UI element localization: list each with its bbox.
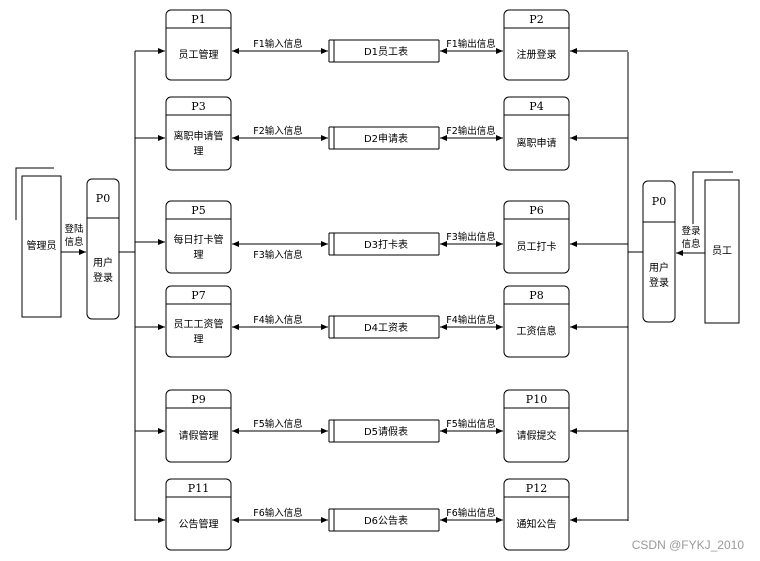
process-row: P9 请假管理 P10 请假提交 D5请假表 F5输入信息 F5输出信息 [135, 389, 628, 463]
data-store: D6公告表 [328, 508, 440, 532]
process-name-line1: 员工工资管 [174, 318, 224, 331]
input-flow-label: F3输入信息 [253, 249, 303, 261]
data-store-bg [329, 420, 439, 442]
process-left: P11 公告管理 [165, 478, 232, 551]
admin-entity-box [21, 175, 62, 318]
admin-login-flow-label-1: 登陆 [64, 223, 84, 235]
process-id: P12 [526, 482, 547, 495]
process-right: P2 注册登录 [503, 9, 570, 81]
process-name-line1: 通知公告 [517, 518, 557, 531]
data-store-bg [329, 40, 439, 62]
process-name-line1: 员工打卡 [517, 240, 557, 253]
process-id: P4 [529, 100, 543, 113]
admin-entity-label: 管理员 [27, 239, 57, 252]
data-store: D1员工表 [328, 39, 440, 63]
process-right: P12 通知公告 [503, 478, 570, 551]
process-name-line1: 用户 [93, 256, 113, 269]
process-id: P5 [191, 204, 205, 217]
data-store-bg [329, 127, 439, 149]
employee-entity-label: 员工 [712, 245, 732, 257]
data-store-bg [329, 233, 439, 255]
admin-entity: 管理员 [15, 167, 62, 318]
output-flow-label: F1输出信息 [446, 38, 496, 50]
output-flow-label: F3输出信息 [446, 231, 496, 243]
output-flow-label: F5输出信息 [446, 418, 496, 430]
process-row: P11 公告管理 P12 通知公告 D6公告表 F6输入信息 F6输出信息 [135, 478, 628, 551]
process-id: P0 [652, 195, 666, 208]
process-name-line1: 离职申请管 [174, 130, 224, 143]
output-flow-label: F4输出信息 [446, 314, 496, 326]
process-right: P8 工资信息 [503, 285, 570, 358]
data-store-label: D1员工表 [364, 45, 408, 58]
process-right: P4 离职申请 [503, 96, 570, 171]
process-right: P10 请假提交 [503, 389, 570, 463]
input-flow-label: F2输入信息 [253, 125, 303, 137]
process-id: P2 [529, 13, 543, 26]
data-store-label: D5请假表 [364, 425, 408, 438]
watermark: CSDN @FYKJ_2010 [632, 538, 745, 552]
process-name-line2: 理 [194, 249, 204, 261]
data-store: D2申请表 [328, 126, 440, 150]
process-id: P6 [529, 204, 543, 217]
data-store-bg [329, 316, 439, 338]
process-id: P10 [526, 393, 547, 406]
input-flow-label: F1输入信息 [253, 38, 303, 50]
process-id: P7 [191, 289, 205, 302]
data-store: D3打卡表 [328, 232, 440, 256]
employee-entity-box [704, 179, 740, 324]
process-name-line1: 员工管理 [179, 48, 219, 61]
process-right: P6 员工打卡 [503, 200, 570, 274]
employee-login-flow-label-2: 信息 [681, 238, 700, 250]
input-flow-label: F5输入信息 [253, 418, 303, 430]
process-name-line1: 离职申请 [517, 137, 557, 150]
process-name-line1: 每日打卡管 [174, 233, 224, 246]
process-name-line2: 理 [194, 146, 204, 158]
output-flow-label: F2输出信息 [446, 125, 496, 137]
process-name-line2: 登录 [649, 276, 669, 289]
data-store-label: D3打卡表 [364, 238, 408, 251]
process-name-line1: 请假提交 [517, 429, 557, 442]
input-flow-label: F4输入信息 [253, 314, 303, 326]
output-flow-label: F6输出信息 [446, 507, 496, 519]
employee-entity: 员工 [692, 171, 740, 324]
process-id: P1 [191, 13, 205, 26]
process-id: P9 [191, 393, 205, 406]
process-left: P1 员工管理 [165, 9, 232, 81]
process-login-admin: P0 用户 登录 [86, 178, 120, 320]
data-store-label: D6公告表 [364, 514, 408, 527]
admin-entity-shadow [15, 167, 54, 220]
process-name-line1: 请假管理 [179, 429, 219, 442]
process-name-line1: 注册登录 [517, 48, 557, 61]
process-name-line1: 公告管理 [179, 518, 219, 531]
process-left: P9 请假管理 [165, 389, 232, 463]
process-name-line1: 工资信息 [517, 325, 557, 338]
data-store-bg [329, 509, 439, 531]
admin-login-flow-label-2: 信息 [64, 236, 83, 248]
process-login-employee: P0 用户 登录 [642, 180, 676, 323]
process-name-line2: 登录 [93, 271, 113, 284]
data-store-label: D2申请表 [364, 132, 408, 145]
input-flow-label: F6输入信息 [253, 507, 303, 519]
data-store-label: D4工资表 [364, 321, 408, 334]
process-id: P11 [188, 482, 209, 495]
process-name-line2: 理 [194, 334, 204, 346]
data-store: D5请假表 [328, 419, 440, 443]
process-id: P3 [191, 100, 205, 113]
process-id: P8 [529, 289, 543, 302]
process-row: P1 员工管理 P2 注册登录 D1员工表 F1输入信息 F1输出信息 [135, 9, 628, 81]
employee-entity-shadow [692, 171, 733, 224]
process-name-line1: 用户 [649, 261, 669, 274]
process-id: P0 [96, 192, 110, 205]
data-store: D4工资表 [328, 315, 440, 339]
process-box [86, 178, 120, 320]
employee-login-flow-label-1: 登录 [681, 226, 701, 237]
